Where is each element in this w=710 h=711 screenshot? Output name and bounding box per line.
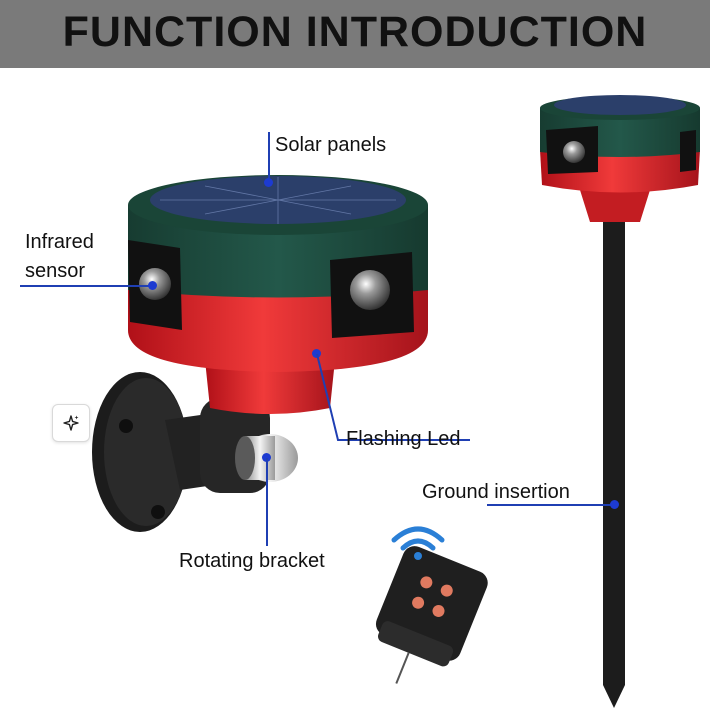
solar-panels-pointer-dot xyxy=(264,178,273,187)
ground-insertion-label: Ground insertion xyxy=(422,481,570,503)
ground-insertion-pointer-dot xyxy=(610,500,619,509)
infrared-sensor-label-line2: sensor xyxy=(25,260,86,282)
infrared-sensor-pointer-dot xyxy=(148,281,157,290)
rotating-bracket-pointer-line xyxy=(266,458,268,546)
flashing-led-pointer-dot xyxy=(312,349,321,358)
solar-panels-label: Solar panels xyxy=(275,134,387,156)
title-banner: FUNCTION INTRODUCTION xyxy=(0,0,710,68)
solar-panels-pointer-line xyxy=(268,132,270,182)
wifi-signal-icon xyxy=(391,526,445,560)
sparkle-button[interactable] xyxy=(52,404,90,442)
banner-title: FUNCTION INTRODUCTION xyxy=(62,8,648,56)
infrared-sensor-label-line1: Infrared xyxy=(25,231,94,253)
sparkle-icon xyxy=(63,415,79,431)
rotating-bracket-label: Rotating bracket xyxy=(179,550,325,572)
flashing-led-label: Flashing Led xyxy=(346,428,461,450)
rotating-bracket-pointer-dot xyxy=(262,453,271,462)
ground-insertion-pointer-line xyxy=(487,504,614,506)
infrared-sensor-pointer-line xyxy=(20,285,152,287)
